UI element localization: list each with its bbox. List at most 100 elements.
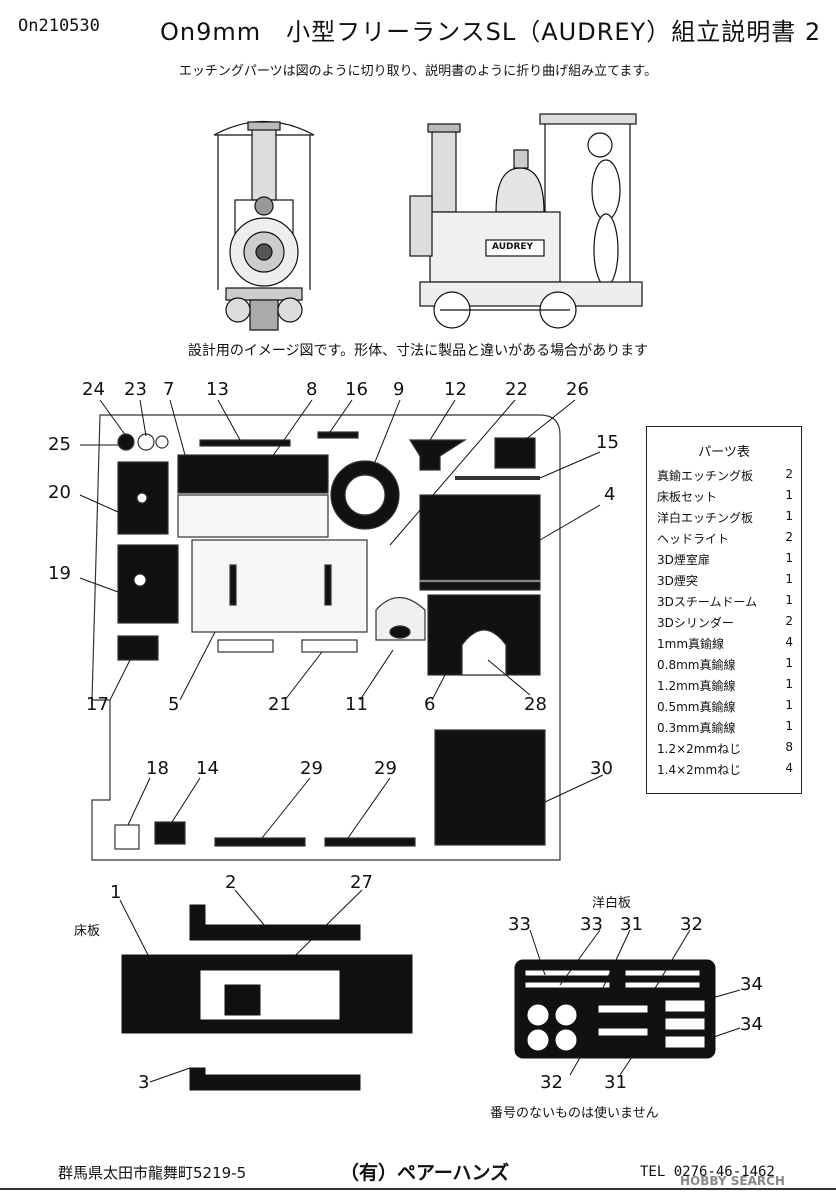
part-name: 真鍮エッチング板	[657, 469, 754, 483]
part-number-3: 3	[138, 1072, 150, 1093]
part-qty: 2	[785, 530, 793, 544]
parts-table-title: パーツ表	[698, 445, 750, 460]
leader-lines	[79, 399, 604, 1083]
part-number-24: 24	[82, 379, 105, 400]
part-number-23: 23	[124, 379, 147, 400]
part-number-29: 29	[300, 758, 323, 779]
part-name: ヘッドライト	[657, 532, 730, 546]
floor-plate-set	[121, 904, 413, 1091]
part-number-32: 32	[680, 914, 703, 935]
part-number-6: 6	[424, 694, 436, 715]
part-number-12: 12	[444, 379, 467, 400]
part-number-29: 29	[374, 758, 397, 779]
part-number-11: 11	[345, 694, 368, 715]
part-name: 3D煙室扉	[657, 553, 710, 567]
footer-address: 群馬県太田市龍舞町5219-5	[58, 1164, 247, 1182]
instruction-text: エッチングパーツは図のように切り取り、説明書のように折り曲げ組み立てます。	[178, 64, 658, 79]
parts-row: 1.2mm真鍮線 1	[657, 677, 793, 697]
parts-row: 1mm真鍮線 4	[657, 635, 793, 655]
parts-row: 床板セット 1	[657, 488, 793, 508]
part-number-31: 31	[604, 1072, 627, 1093]
document-code: On210530	[18, 16, 100, 36]
part-name: 1mm真鍮線	[657, 637, 725, 651]
part-qty: 1	[785, 488, 793, 502]
part-number-1: 1	[110, 882, 122, 903]
part-qty: 1	[785, 593, 793, 607]
part-number-20: 20	[48, 482, 71, 503]
part-number-5: 5	[168, 694, 180, 715]
part-number-14: 14	[196, 758, 219, 779]
part-qty: 1	[785, 656, 793, 670]
part-number-26: 26	[566, 379, 589, 400]
part-qty: 1	[785, 572, 793, 586]
part-number-32: 32	[540, 1072, 563, 1093]
floor-plate-label: 床板	[74, 924, 101, 939]
image-caption: 設計用のイメージ図です。形体、寸法に製品と違いがある場合があります	[187, 343, 649, 359]
part-number-34: 34	[740, 1014, 763, 1035]
part-qty: 1	[785, 719, 793, 733]
watermark-logo: HOBBY SEARCH	[680, 1174, 785, 1188]
footer-divider	[0, 1188, 836, 1190]
nickel-silver-plate	[514, 959, 716, 1059]
part-number-30: 30	[590, 758, 613, 779]
part-number-34: 34	[740, 974, 763, 995]
part-number-7: 7	[163, 379, 175, 400]
part-name: 0.8mm真鍮線	[657, 658, 736, 672]
part-name: 洋白エッチング板	[657, 511, 754, 525]
footer-company: （有）ペアーハンズ	[340, 1162, 510, 1184]
part-name: 3Dスチームドーム	[657, 595, 758, 609]
part-number-13: 13	[206, 379, 229, 400]
part-name: 1.2mm真鍮線	[657, 679, 736, 693]
parts-row: 洋白エッチング板 1	[657, 509, 793, 529]
part-number-8: 8	[306, 379, 318, 400]
parts-row: 0.8mm真鍮線 1	[657, 656, 793, 676]
unused-parts-note: 番号のないものは使いません	[490, 1106, 659, 1121]
loco-side-view	[409, 113, 643, 329]
part-name: 3D煙突	[657, 574, 698, 588]
part-number-15: 15	[596, 432, 619, 453]
loco-nameplate: AUDREY	[492, 242, 534, 252]
part-number-2: 2	[225, 872, 237, 893]
parts-row: 0.5mm真鍮線 1	[657, 698, 793, 718]
part-name: 0.3mm真鍮線	[657, 721, 736, 735]
part-name: 1.4×2mmねじ	[657, 763, 742, 777]
part-number-31: 31	[620, 914, 643, 935]
parts-row: 3D煙突 1	[657, 572, 793, 592]
part-qty: 2	[785, 467, 793, 481]
part-number-19: 19	[48, 563, 71, 584]
part-qty: 1	[785, 551, 793, 565]
parts-row: 3Dシリンダー 2	[657, 614, 793, 634]
parts-row: 0.3mm真鍮線 1	[657, 719, 793, 739]
parts-row: 3Dスチームドーム 1	[657, 593, 793, 613]
part-qty: 1	[785, 509, 793, 523]
part-name: 床板セット	[657, 490, 718, 504]
part-number-17: 17	[86, 694, 109, 715]
loco-front-view	[213, 121, 315, 331]
etching-sheet	[91, 414, 561, 861]
part-number-22: 22	[505, 379, 528, 400]
part-number-33: 33	[508, 914, 531, 935]
part-number-21: 21	[268, 694, 291, 715]
part-name: 0.5mm真鍮線	[657, 700, 736, 714]
parts-row: 3D煙室扉 1	[657, 551, 793, 571]
parts-row: 真鍮エッチング板 2	[657, 467, 793, 487]
part-number-25: 25	[48, 434, 71, 455]
parts-row: ヘッドライト 2	[657, 530, 793, 550]
document-title: On9mm 小型フリーランスSL（AUDREY）組立説明書 2	[160, 18, 822, 46]
part-name: 3Dシリンダー	[657, 616, 734, 630]
part-qty: 4	[785, 635, 793, 649]
part-qty: 1	[785, 698, 793, 712]
part-number-27: 27	[350, 872, 373, 893]
part-qty: 1	[785, 677, 793, 691]
nickel-silver-plate-label: 洋白板	[592, 896, 632, 911]
part-name: 1.2×2mmねじ	[657, 742, 742, 756]
leader-lines-nickel	[529, 929, 741, 1076]
part-number-18: 18	[146, 758, 169, 779]
part-qty: 2	[785, 614, 793, 628]
part-number-4: 4	[604, 484, 616, 505]
part-number-9: 9	[393, 379, 405, 400]
